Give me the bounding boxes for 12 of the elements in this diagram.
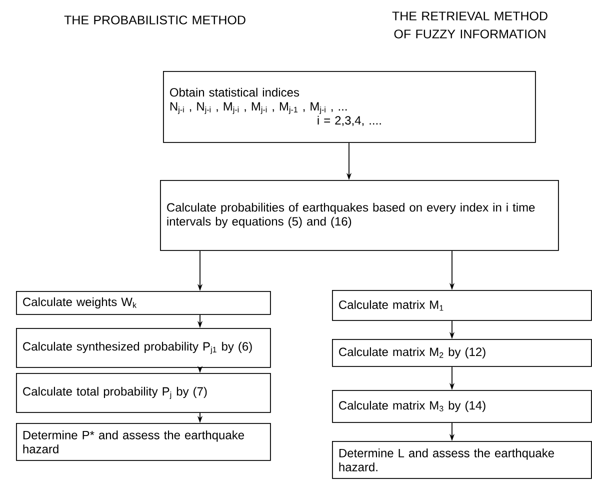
process-box: Calculate matrix M$_{1}$	[332, 290, 592, 321]
column-heading: THE PROBABILISTIC METHOD	[64, 16, 246, 24]
process-box: Determine P* and assess the earthquake hazard	[16, 422, 271, 461]
process-box: Calculate matrix M$_{3}$ by (14)	[332, 390, 592, 423]
process-box: Calculate total probability P$_{j}$ by (7)	[16, 372, 271, 413]
process-box: Determine L and assess the earthquake hazard.	[332, 440, 592, 479]
process-box: Calculate weights W$_{k}$	[16, 290, 271, 315]
process-box: Calculate synthesized probability P$_{j1}$ by (6)	[16, 328, 271, 368]
column-heading: THE RETRIEVAL METHOD OF FUZZY INFORMATION	[392, 12, 548, 38]
process-box: Calculate matrix M$_{2}$ by (12)	[332, 339, 592, 367]
process-box: Calculate probabilities of earthquakes based on every index in i time intervals by equations (5) and (16)	[160, 180, 559, 251]
process-box: Obtain statistical indices N$_{j-i}$ , N$_{j-i}$ , M$_{j-i}$ , M$_{j-i}$ , M$_{j-1}$ , M$_{j-i}$ , ... i = 2,3,4, ....	[163, 71, 536, 143]
